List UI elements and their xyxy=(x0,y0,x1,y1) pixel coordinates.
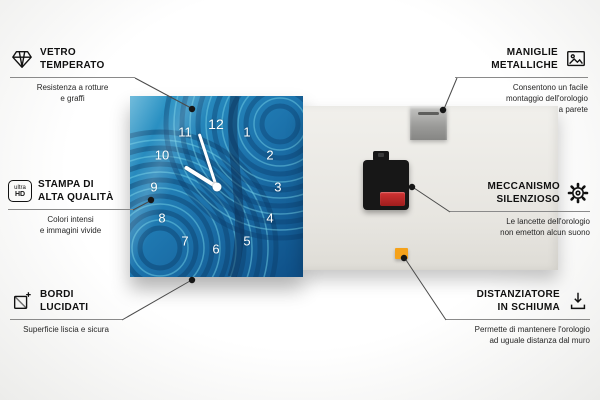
clock-number: 7 xyxy=(181,233,189,249)
wall-mount-icon xyxy=(564,47,588,71)
clock-number: 6 xyxy=(212,241,220,257)
callout-description: Le lancette dell'orologio non emetton al… xyxy=(500,217,590,237)
callout-description: Consentono un facile montaggio dell'orol… xyxy=(505,83,588,114)
clock-number: 11 xyxy=(178,124,192,140)
clock-number: 8 xyxy=(158,210,166,226)
clock-front-panel: 12 1 2 3 4 5 6 7 8 9 10 11 xyxy=(130,96,303,277)
clock-mechanism xyxy=(363,151,409,210)
callout-maniglie-metalliche: MANIGLIE METALLICHE Consentono un facile… xyxy=(455,44,588,115)
connector-dot xyxy=(188,276,196,284)
clock-number: 9 xyxy=(150,179,158,194)
clock-number: 1 xyxy=(243,124,251,140)
hanging-hook xyxy=(373,151,389,161)
callout-description: Permette di mantenere l'orologio ad ugua… xyxy=(474,325,590,345)
foam-spacer xyxy=(395,248,408,259)
blue-feather-pattern xyxy=(130,96,303,277)
divider xyxy=(8,209,133,210)
divider xyxy=(450,211,590,212)
ultra-hd-icon: ultra HD xyxy=(8,179,32,203)
ultra-hd-label-bottom: HD xyxy=(14,190,26,198)
callout-bordi-lucidati: BORDI LUCIDATI Superficie liscia e sicur… xyxy=(10,286,122,336)
battery xyxy=(380,192,405,206)
callout-title: DISTANZIATORE IN SCHIUMA xyxy=(476,289,560,313)
gear-icon xyxy=(566,181,590,205)
metal-hanger-plate xyxy=(410,106,447,140)
callout-description: Resistenza a rotture e graffi xyxy=(36,83,109,103)
callout-stampa-alta-qualita: ultra HD STAMPA DI ALTA QUALITÀ Colori i… xyxy=(8,176,133,237)
clock-number: 12 xyxy=(208,116,224,133)
divider xyxy=(455,77,588,78)
callout-title: STAMPA DI ALTA QUALITÀ xyxy=(38,179,114,203)
clock-number: 3 xyxy=(274,179,282,194)
callout-description: Colori intensi e immagini vivide xyxy=(39,215,102,235)
callout-vetro-temperato: VETRO TEMPERATO Resistenza a rotture e g… xyxy=(10,44,135,105)
polished-edge-icon xyxy=(10,289,34,313)
clock-number: 10 xyxy=(154,147,170,163)
diamond-icon xyxy=(10,47,34,71)
callout-meccanismo-silenzioso: MECCANISMO SILENZIOSO xyxy=(450,178,590,239)
callout-description: Superficie liscia e sicura xyxy=(23,325,109,334)
callout-distanziatore-schiuma: DISTANZIATORE IN SCHIUMA Permette di man… xyxy=(446,286,590,347)
ultra-hd-label-top: ultra xyxy=(14,184,26,191)
callout-title: MECCANISMO SILENZIOSO xyxy=(487,181,560,205)
clock-number: 2 xyxy=(266,147,274,163)
divider xyxy=(10,77,135,78)
callout-title: VETRO TEMPERATO xyxy=(40,47,105,71)
callout-title: BORDI LUCIDATI xyxy=(40,289,89,313)
clock-number: 4 xyxy=(266,210,274,226)
clock-center-cap xyxy=(212,182,221,191)
divider xyxy=(10,319,122,320)
clock-number: 5 xyxy=(243,233,251,249)
callout-title: MANIGLIE METALLICHE xyxy=(491,47,558,71)
foam-spacer-icon xyxy=(566,289,590,313)
divider xyxy=(446,319,590,320)
